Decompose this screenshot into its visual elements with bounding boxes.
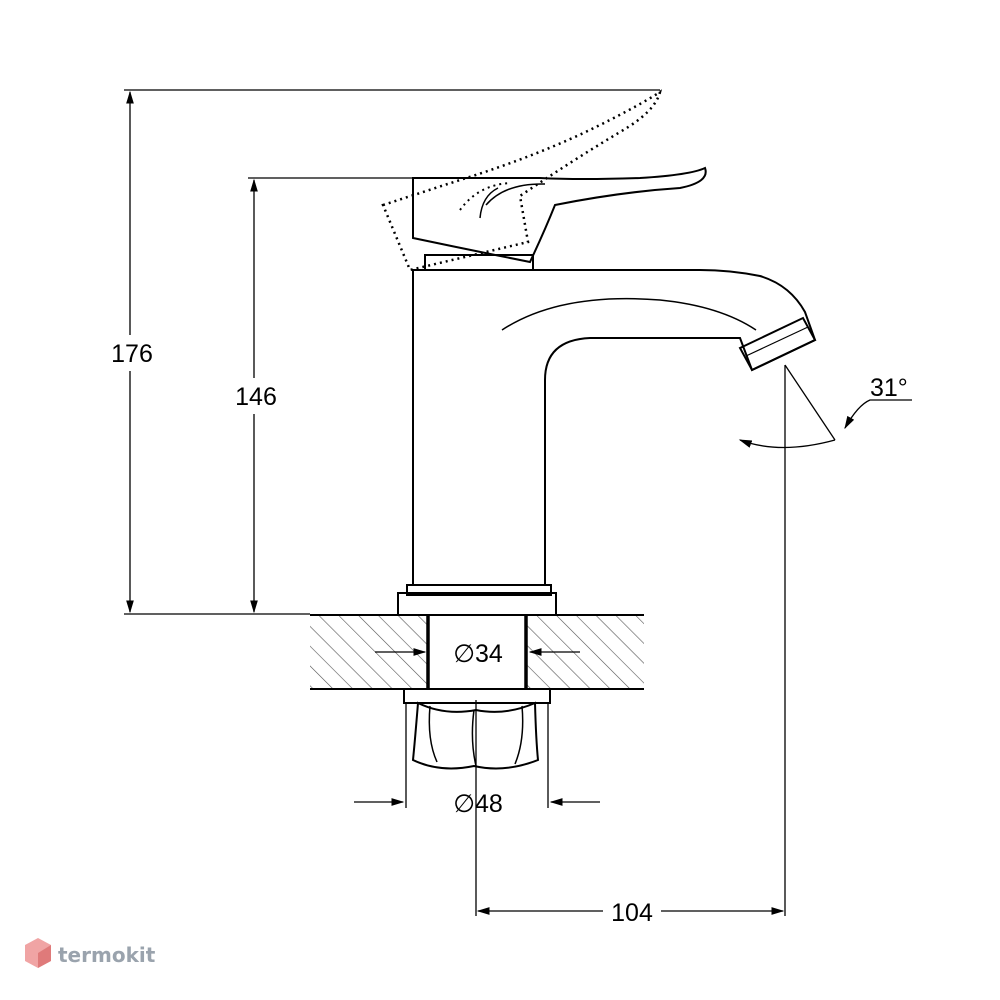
spout-angle-label: 31° bbox=[870, 374, 908, 402]
cube-logo-icon bbox=[25, 938, 51, 968]
dimension-nut-diameter: ∅48 bbox=[354, 703, 600, 818]
nut-diameter-label: ∅48 bbox=[453, 790, 503, 818]
body-height-label: 146 bbox=[235, 383, 277, 411]
dimension-total-height: 176 bbox=[104, 89, 660, 615]
lever-raised-position bbox=[381, 89, 662, 272]
faucet-body bbox=[397, 269, 817, 616]
lever-handle bbox=[412, 166, 707, 271]
mounting-nut bbox=[403, 688, 551, 770]
dimension-spout-angle: 31° bbox=[738, 364, 912, 449]
dimension-body-height: 146 bbox=[228, 177, 415, 614]
spout-reach-label: 104 bbox=[611, 899, 653, 927]
watermark-brand: termokit bbox=[58, 943, 156, 967]
dimension-mount-hole: ∅34 bbox=[375, 640, 580, 668]
total-height-label: 176 bbox=[111, 340, 153, 368]
mount-hole-label: ∅34 bbox=[453, 640, 503, 668]
watermark: termokit bbox=[25, 938, 156, 968]
dimension-spout-reach: 104 bbox=[475, 365, 786, 927]
